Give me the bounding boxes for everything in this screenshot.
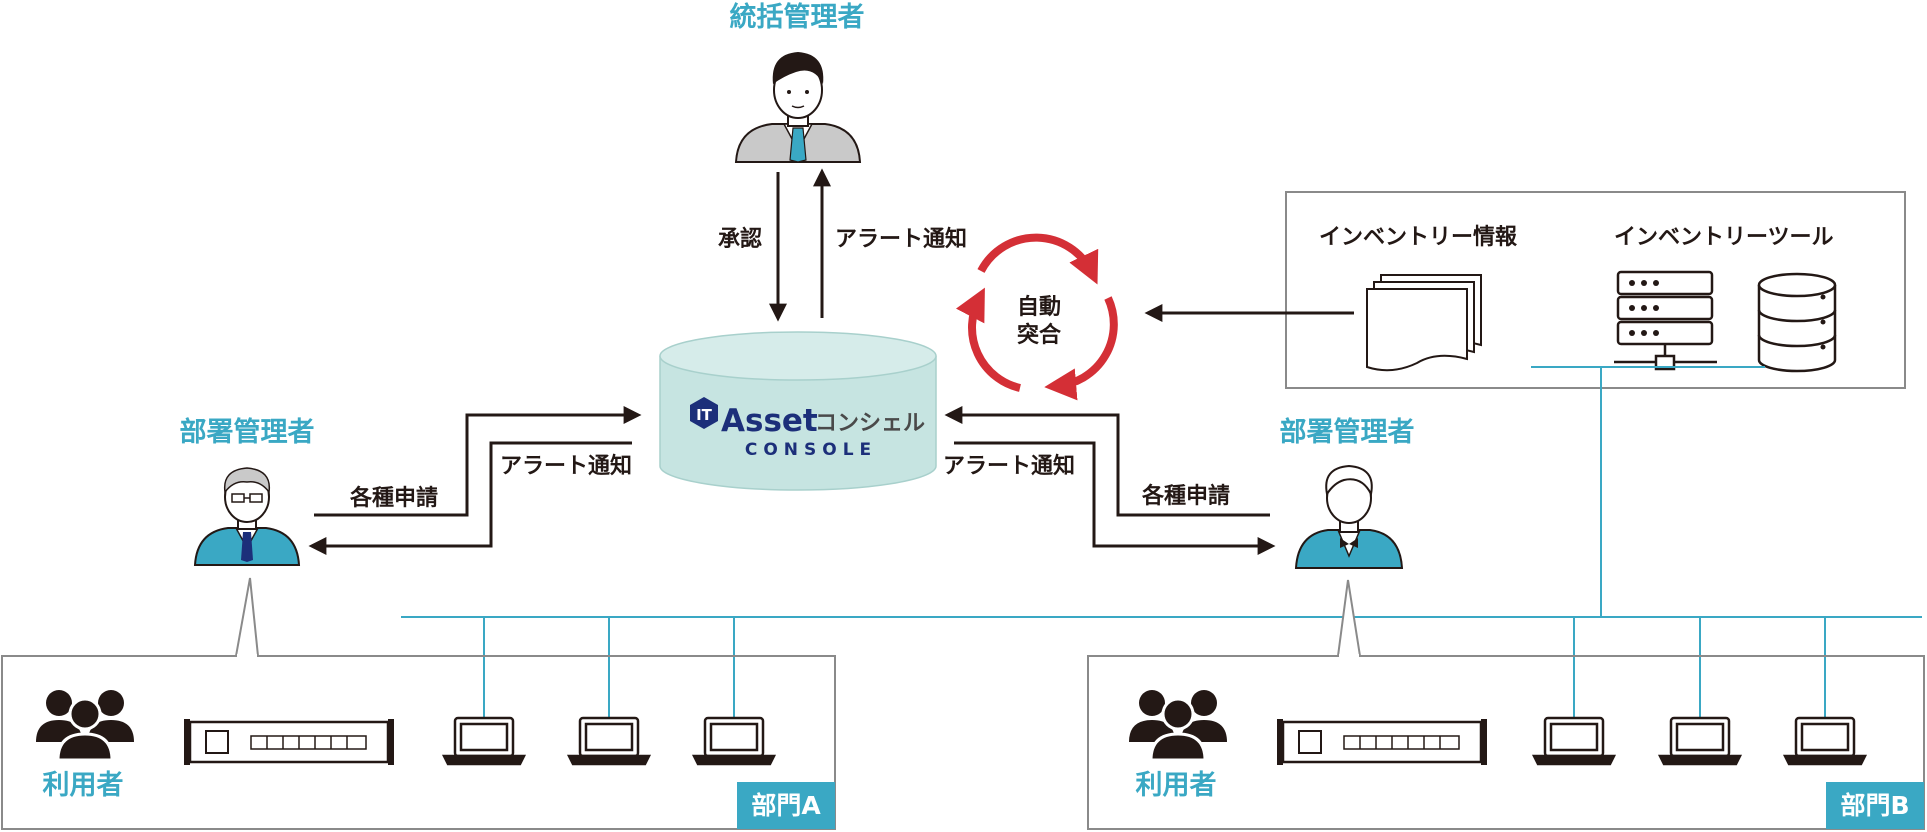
alert-top-label: アラート通知 <box>835 226 967 252</box>
user-group-icon <box>36 690 134 762</box>
dept-admin-left-label: 部署管理者 <box>180 416 315 448</box>
person-icon <box>734 52 862 163</box>
alert-right-label: アラート通知 <box>943 453 1075 479</box>
user-group-icon <box>1129 690 1227 762</box>
reconcile-line1: 自動 <box>1017 294 1061 320</box>
logo-console: CONSOLE <box>745 440 877 460</box>
alert-left-label: アラート通知 <box>500 453 632 479</box>
dept-b-tag: 部門B <box>1840 791 1909 820</box>
document-stack-icon <box>1366 274 1482 372</box>
person-icon <box>1294 464 1404 569</box>
requests-left-label: 各種申請 <box>349 485 438 511</box>
requests-right-label: 各種申請 <box>1141 483 1230 509</box>
server-icon <box>1614 270 1717 371</box>
alert-left-arrow <box>308 441 632 555</box>
dept-b-users-label: 利用者 <box>1136 770 1217 801</box>
reconcile-line2: 突合 <box>1017 322 1062 348</box>
requests-left-arrow <box>314 406 642 517</box>
laptop-icon <box>441 716 527 766</box>
callout-pointer-right <box>1337 579 1361 657</box>
logo-it: IT <box>696 406 713 424</box>
requests-right-arrow <box>944 406 1270 517</box>
department-a: 利用者 部門A <box>1 654 836 830</box>
alert-right-arrow <box>954 441 1276 555</box>
logo-asset: Asset <box>721 403 818 439</box>
callout-pointer-left <box>235 577 259 657</box>
laptop-icon <box>1782 716 1868 766</box>
network-switch-icon <box>1277 719 1487 765</box>
network-lines <box>401 366 1922 718</box>
asset-console-database <box>659 331 937 491</box>
laptop-icon <box>1657 716 1743 766</box>
laptop-icon <box>1531 716 1617 766</box>
laptop-icon <box>691 716 777 766</box>
department-b: 利用者 部門B <box>1087 654 1925 830</box>
approval-label: 承認 <box>718 226 762 252</box>
cycle-arrows-icon <box>955 233 1118 401</box>
inventory-info-label: インベントリー情報 <box>1319 224 1518 250</box>
dept-admin-right-label: 部署管理者 <box>1280 416 1415 448</box>
it-asset-logo: IT Asset コンシェル CONSOLE <box>690 397 925 460</box>
logo-kana: コンシェル <box>815 411 925 436</box>
dept-a-tag: 部門A <box>751 791 821 820</box>
person-icon <box>193 467 301 566</box>
inventory-tool-label: インベントリーツール <box>1614 225 1834 250</box>
central-admin-label: 統括管理者 <box>730 1 865 33</box>
laptop-icon <box>566 716 652 766</box>
database-icon <box>1757 272 1837 373</box>
network-switch-icon <box>184 719 394 765</box>
dept-a-users-label: 利用者 <box>43 770 124 801</box>
